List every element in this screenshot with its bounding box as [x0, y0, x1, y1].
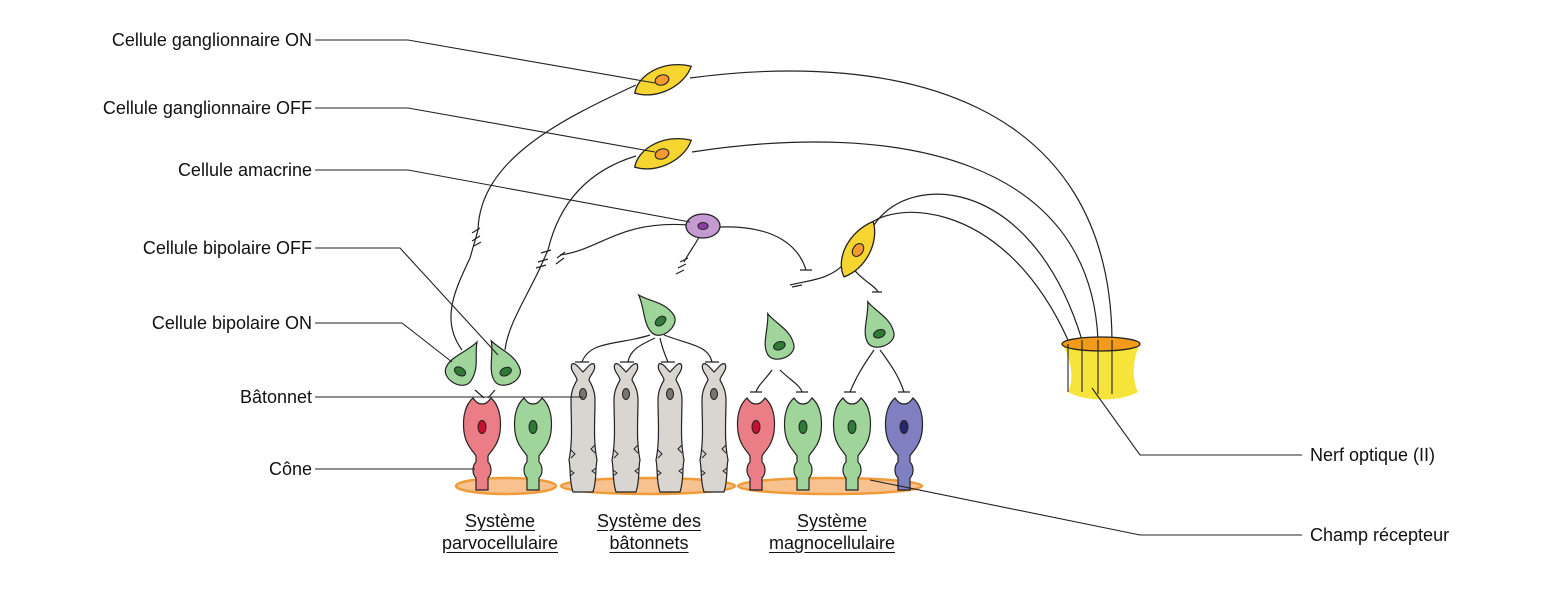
rods	[568, 363, 729, 493]
bipolar-magno-1	[764, 311, 795, 360]
system-magno-line2: magnocellulaire	[768, 533, 896, 553]
rod-cell	[611, 363, 641, 493]
receptive-field-rods	[559, 476, 737, 496]
cone-cell	[832, 397, 872, 491]
cone-cell	[884, 397, 924, 491]
label-ganglion-off: Cellule ganglionnaire OFF	[102, 98, 312, 118]
system-magno-line1: Système	[796, 511, 868, 531]
synapse-marks	[471, 227, 910, 393]
label-bipolar-on: Cellule bipolaire ON	[151, 313, 312, 333]
ganglion-magno-cell	[840, 220, 876, 278]
bipolar-on-parvo	[444, 340, 478, 386]
cones	[462, 397, 924, 491]
label-rod: Bâtonnet	[239, 387, 312, 407]
cone-cell	[736, 397, 776, 491]
ganglion-on-cell	[633, 64, 693, 96]
label-system-rods: Système des bâtonnets	[576, 510, 722, 554]
system-rods-line1: Système des	[596, 511, 702, 531]
rod-cell	[655, 363, 685, 493]
amacrine-cell	[685, 213, 721, 239]
receptive-field-magno	[736, 476, 924, 496]
label-cone: Cône	[268, 459, 312, 479]
bipolar-off-parvo	[490, 338, 521, 386]
cone-cell	[513, 397, 553, 491]
leader-lines	[315, 39, 1302, 536]
label-bipolar-off: Cellule bipolaire OFF	[142, 238, 312, 258]
rod-cell	[699, 363, 729, 493]
ganglion-off-cell	[633, 138, 693, 170]
cone-cell	[462, 397, 502, 491]
receptive-field-parvo	[454, 476, 558, 496]
label-system-parvo: Système parvocellulaire	[420, 510, 580, 554]
label-system-magno: Système magnocellulaire	[744, 510, 920, 554]
bipolar-rod	[637, 293, 676, 336]
label-optic-nerve: Nerf optique (II)	[1310, 445, 1436, 465]
optic-nerve	[1061, 336, 1141, 400]
system-parvo-line2: parvocellulaire	[441, 533, 559, 553]
label-ganglion-on: Cellule ganglionnaire ON	[111, 30, 312, 50]
bipolar-cells	[444, 293, 895, 386]
system-rods-line2: bâtonnets	[609, 533, 689, 553]
label-receptive-field: Champ récepteur	[1310, 525, 1450, 545]
rod-cell	[568, 363, 598, 493]
cone-cell	[783, 397, 823, 491]
label-amacrine: Cellule amacrine	[177, 160, 312, 180]
bipolar-magno-2	[864, 299, 895, 348]
ganglion-cells	[633, 64, 876, 278]
system-parvo-line1: Système	[464, 511, 536, 531]
neural-connections	[450, 70, 1113, 399]
